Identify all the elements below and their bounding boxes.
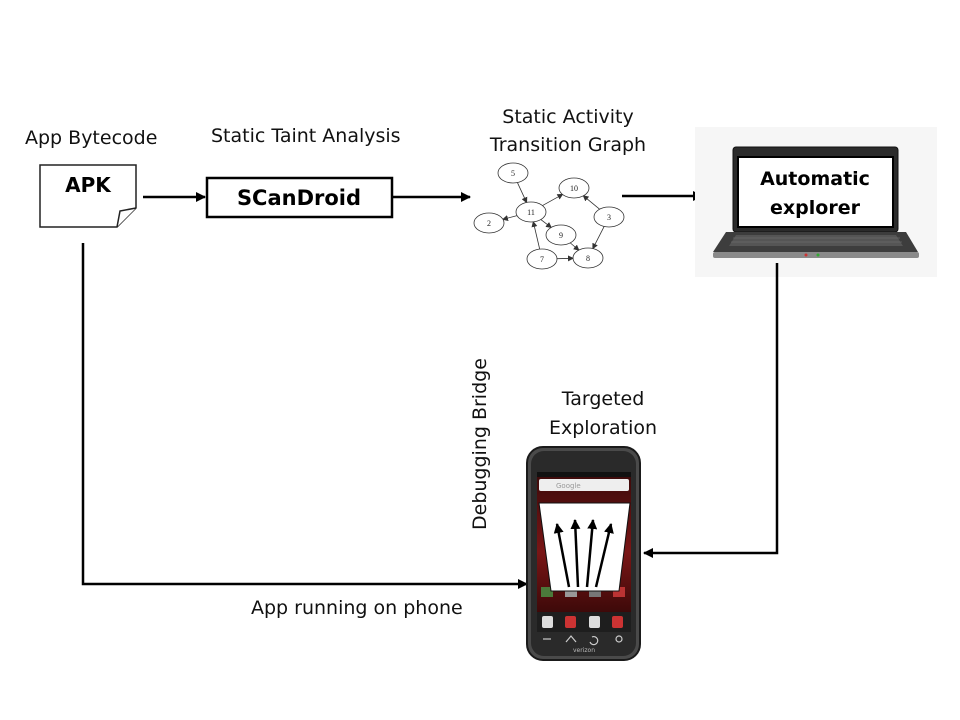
graph-node-9 (545, 224, 577, 246)
graph-node-5 (497, 162, 529, 184)
phone-search-placeholder: Google (556, 482, 581, 490)
graph-node-label-9: 9 (559, 231, 563, 240)
graph-node-7 (526, 248, 558, 270)
graph-edge-5-11 (517, 182, 528, 204)
graph-node-2 (473, 212, 505, 234)
graph-edge-3-10 (582, 195, 600, 210)
graph-node-label-5: 5 (511, 169, 515, 178)
exploration-arrows (553, 519, 614, 588)
phone-app-icons (541, 587, 625, 597)
arrow-apk-to-phone (81, 243, 528, 589)
scandroid-label: SCanDroid (237, 186, 361, 210)
graph-node-10 (558, 177, 590, 199)
graph-title-line2: Transition Graph (489, 134, 647, 156)
graph-edge-7-11 (531, 220, 541, 250)
targeted-exploration-line2: Exploration (548, 417, 658, 439)
graph-edge-11-9 (540, 219, 552, 229)
graph-title-line1: Static Activity (502, 106, 634, 128)
phone-search-bar (539, 479, 629, 491)
activity-transition-graph: 5 10 11 2 9 3 7 8 (473, 162, 625, 270)
debugging-bridge-label: Debugging Bridge (469, 358, 491, 530)
app-running-label: App running on phone (251, 597, 463, 619)
phone-image: Google verizon (526, 446, 641, 661)
graph-node-11 (515, 201, 547, 223)
phone-brand: verizon (573, 647, 595, 654)
graph-node-label-10: 10 (570, 184, 578, 193)
graph-node-3 (593, 206, 625, 228)
graph-node-8 (572, 247, 604, 269)
static-taint-analysis-label: Static Taint Analysis (211, 125, 401, 147)
apk-document-icon: APK (39, 164, 137, 228)
phone-nav-buttons (543, 635, 623, 646)
graph-node-label-3: 3 (607, 213, 611, 222)
targeted-exploration-line1: Targeted (561, 388, 645, 410)
graph-edge-9-8 (569, 242, 580, 251)
automatic-explorer-line2: explorer (770, 197, 861, 219)
apk-label: APK (65, 173, 112, 197)
graph-edge-11-2 (501, 215, 518, 221)
laptop-image: Automatic explorer (695, 127, 937, 277)
graph-edge-11-10 (542, 193, 564, 206)
graph-edge-3-8 (592, 226, 605, 250)
graph-node-label-11: 11 (527, 208, 535, 217)
graph-node-label-7: 7 (540, 255, 544, 264)
graph-node-label-2: 2 (487, 219, 491, 228)
arrow-laptop-to-phone (643, 263, 779, 558)
graph-node-label-8: 8 (586, 254, 590, 263)
phone-dock-icons (542, 616, 623, 628)
scandroid-box: SCanDroid (205, 176, 394, 219)
app-bytecode-label: App Bytecode (25, 127, 158, 149)
automatic-explorer-line1: Automatic (760, 168, 870, 190)
